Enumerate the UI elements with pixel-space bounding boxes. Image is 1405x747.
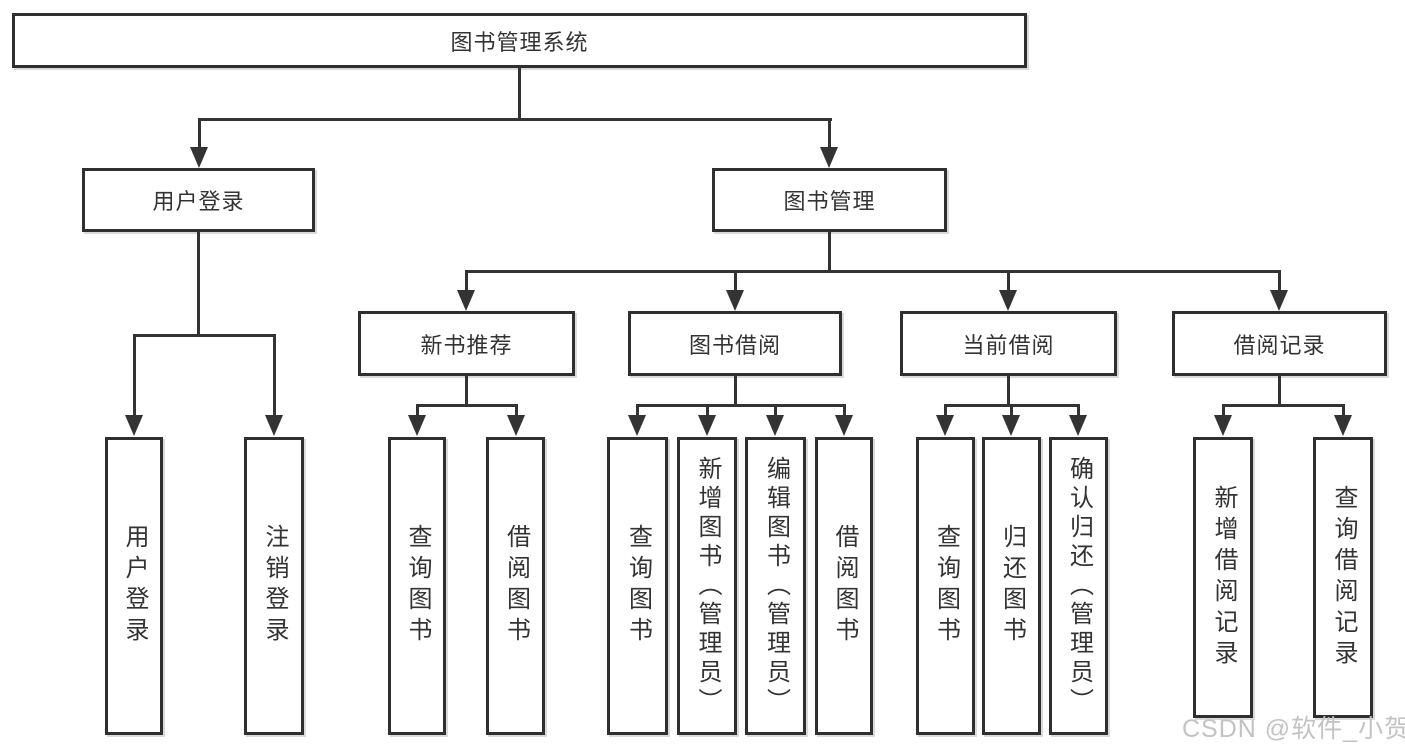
arrow-down-icon (1002, 415, 1020, 436)
arrow-down-icon (457, 290, 475, 311)
connector-drop (1077, 404, 1080, 417)
leaf-add-books-admin: 新增图书（管理员） (677, 437, 737, 735)
csdn-watermark: CSDN @软件_小贺同学 (1182, 715, 1405, 743)
node-user-login-label: 用户登录 (152, 189, 245, 214)
connector-drop-logout-leaf (273, 334, 276, 417)
connector-drop-current (1007, 270, 1010, 292)
leaf-return-books: 归还图书 (982, 437, 1041, 735)
connector-root-hline (198, 118, 832, 121)
arrow-down-icon (265, 415, 283, 436)
arrow-down-icon (1334, 415, 1352, 436)
node-borrowing-label: 图书借阅 (688, 332, 781, 358)
connector-drop-login-leaf (133, 334, 136, 417)
connector-drop (1010, 404, 1013, 417)
connector-drop (515, 404, 518, 417)
leaf-query-books-nb: 查询图书 (388, 437, 446, 735)
connector-new-books-stem (465, 376, 468, 406)
leaf-borrow-books-bb: 借阅图书 (815, 437, 873, 735)
arrow-down-icon (1270, 290, 1288, 311)
arrow-down-icon (628, 415, 646, 436)
arrow-down-icon (820, 147, 838, 168)
connector-drop-user-login (198, 118, 201, 150)
arrow-down-icon (408, 415, 426, 436)
arrow-down-icon (835, 415, 853, 436)
arrow-down-icon (698, 415, 716, 436)
node-book-mgmt-label: 图书管理 (783, 189, 876, 214)
leaf-confirm-return-admin: 确认归还（管理员） (1049, 437, 1108, 735)
connector-drop (636, 404, 639, 417)
leaf-edit-books-admin: 编辑图书（管理员） (745, 437, 806, 735)
leaf-add-borrow-record: 新增借阅记录 (1193, 437, 1253, 718)
node-current: 当前借阅 (900, 311, 1117, 376)
arrow-down-icon (999, 290, 1017, 311)
node-new-books: 新书推荐 (358, 311, 575, 376)
connector-drop (416, 404, 419, 417)
connector-drop (774, 404, 777, 417)
connector-borrowing-hline (636, 404, 846, 407)
connector-book-mgmt-stem (828, 232, 831, 272)
leaf-logout: 注销登录 (244, 437, 304, 735)
connector-current-stem (1007, 376, 1010, 406)
arrow-down-icon (190, 147, 208, 168)
connector-drop (843, 404, 846, 417)
arrow-down-icon (507, 415, 525, 436)
arrow-down-icon (125, 415, 143, 436)
connector-records-stem (1278, 376, 1281, 406)
connector-drop (944, 404, 947, 417)
connector-user-login-hline (133, 334, 275, 337)
connector-drop-borrowing (734, 270, 737, 292)
connector-records-hline (1222, 404, 1344, 407)
arrow-down-icon (936, 415, 954, 436)
connector-book-mgmt-hline (465, 270, 1281, 273)
connector-drop-records (1278, 270, 1281, 292)
node-book-mgmt: 图书管理 (712, 168, 947, 232)
connector-drop-book-mgmt (828, 118, 831, 150)
leaf-query-books-cb: 查询图书 (916, 437, 975, 735)
arrow-down-icon (1214, 415, 1232, 436)
node-root: 图书管理系统 (12, 13, 1027, 68)
connector-drop (706, 404, 709, 417)
connector-drop (1222, 404, 1225, 417)
connector-drop (1342, 404, 1345, 417)
node-records: 借阅记录 (1172, 311, 1387, 376)
connector-user-login-stem (197, 232, 200, 336)
node-borrowing: 图书借阅 (628, 311, 842, 376)
leaf-user-login: 用户登录 (105, 437, 163, 735)
node-user-login: 用户登录 (82, 168, 315, 232)
connector-new-books-hline (416, 404, 518, 407)
arrow-down-icon (726, 290, 744, 311)
connector-root-stem (518, 68, 521, 120)
arrow-down-icon (766, 415, 784, 436)
connector-drop-new-books (465, 270, 468, 292)
leaf-borrow-books-nb: 借阅图书 (486, 437, 545, 735)
leaf-query-books-bb: 查询图书 (607, 437, 668, 735)
connector-borrowing-stem (734, 376, 737, 406)
node-root-label: 图书管理系统 (450, 29, 589, 55)
leaf-query-borrow-record: 查询借阅记录 (1313, 437, 1373, 718)
node-current-label: 当前借阅 (962, 332, 1055, 358)
node-new-books-label: 新书推荐 (420, 332, 513, 358)
arrow-down-icon (1069, 415, 1087, 436)
node-records-label: 借阅记录 (1233, 332, 1326, 358)
